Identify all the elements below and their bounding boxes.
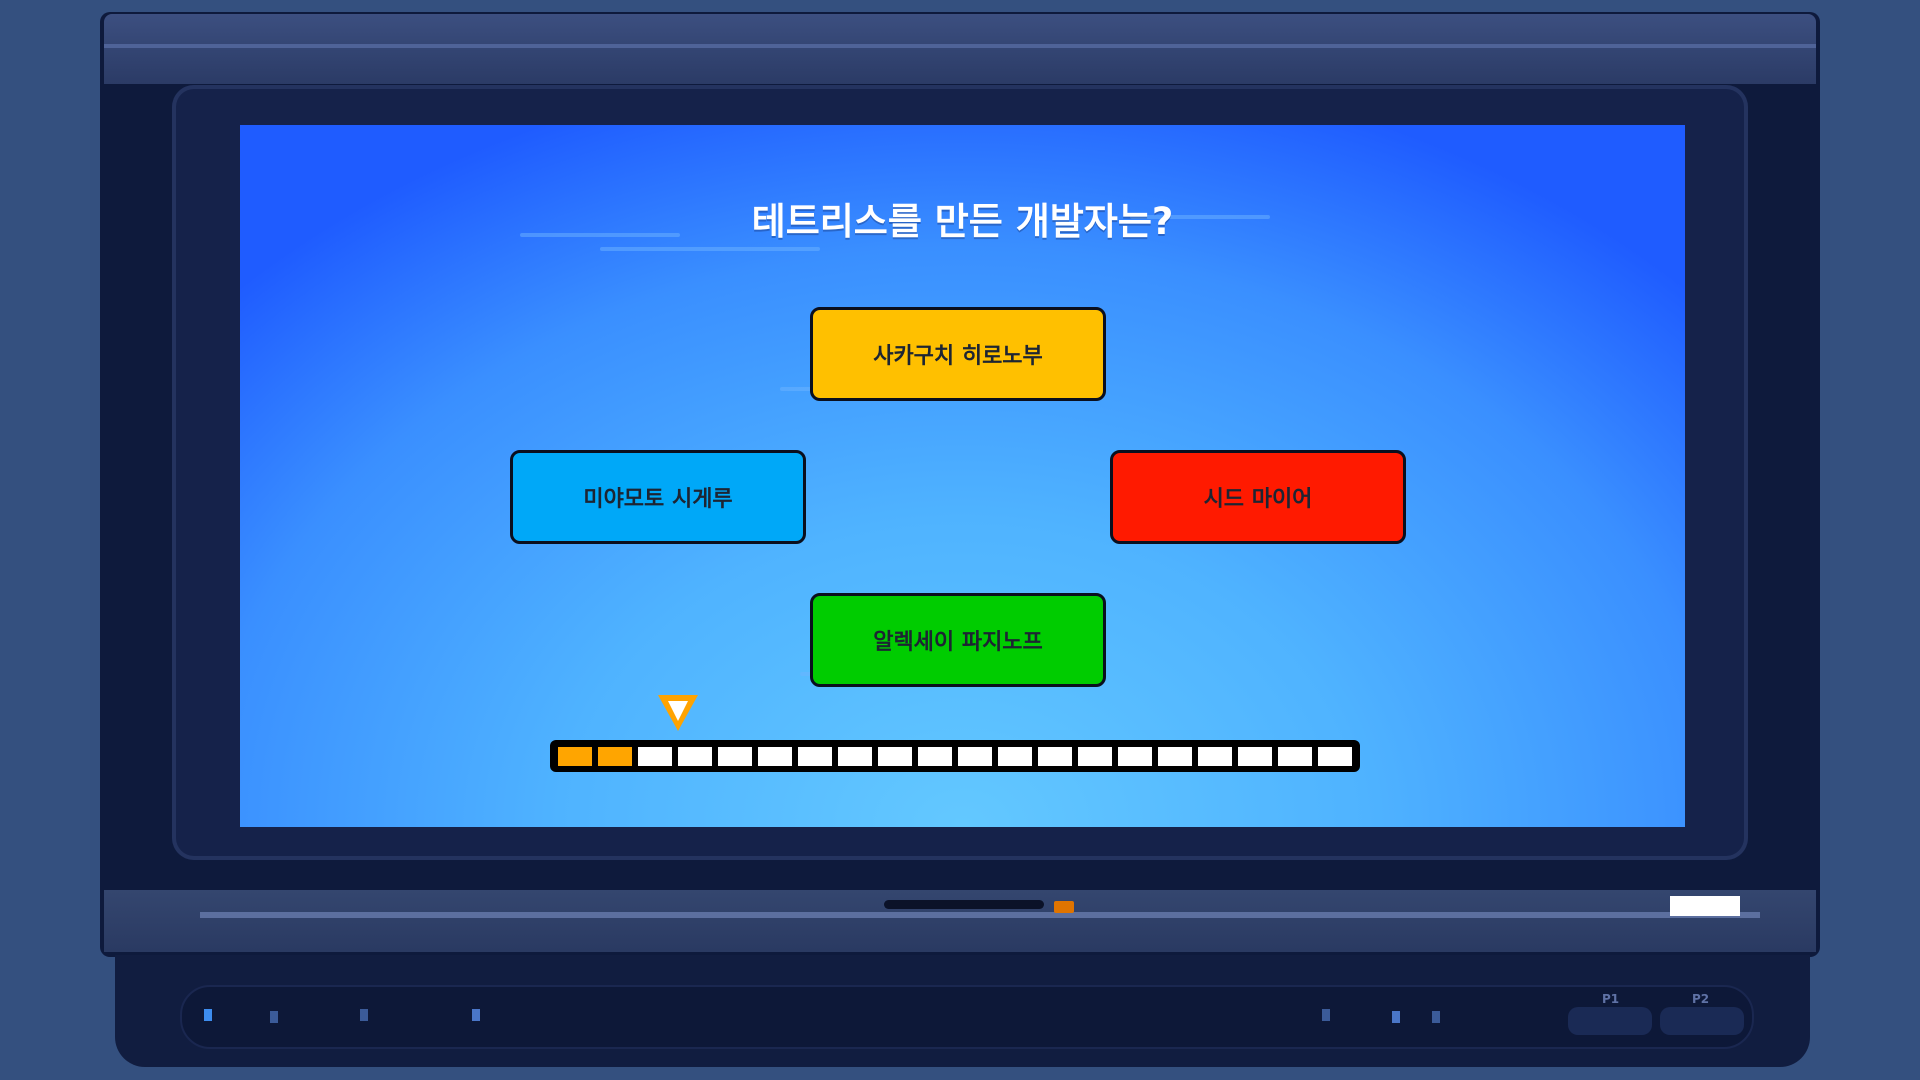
p2-label: P2 bbox=[1692, 992, 1710, 1006]
progress-segment-empty bbox=[838, 746, 872, 766]
answer-button-left[interactable]: 미야모토 시게루 bbox=[510, 450, 806, 544]
progress-bar bbox=[550, 740, 1360, 772]
answer-label: 시드 마이어 bbox=[1203, 487, 1313, 512]
control-button[interactable] bbox=[1392, 1011, 1400, 1023]
control-button[interactable] bbox=[1432, 1011, 1440, 1023]
progress-segment-filled bbox=[558, 746, 592, 766]
question-title: 테트리스를 만든 개발자는? bbox=[751, 200, 1174, 243]
progress-segment-empty bbox=[1198, 746, 1232, 766]
bezel-highlight-line bbox=[200, 912, 1760, 918]
bezel-highlight bbox=[104, 44, 1816, 48]
progress-segment-filled bbox=[598, 746, 632, 766]
control-button[interactable] bbox=[472, 1009, 480, 1021]
progress-marker-inner bbox=[668, 701, 688, 721]
answer-button-top[interactable]: 사카구치 히로노부 bbox=[810, 307, 1106, 401]
progress-segment-empty bbox=[998, 746, 1032, 766]
progress-segment-empty bbox=[958, 746, 992, 766]
answer-button-right[interactable]: 시드 마이어 bbox=[1110, 450, 1406, 544]
p1-label: P1 bbox=[1602, 992, 1620, 1006]
progress-segment-empty bbox=[1158, 746, 1192, 766]
control-button[interactable] bbox=[1322, 1009, 1330, 1021]
progress-segment-empty bbox=[718, 746, 752, 766]
progress-segment-empty bbox=[798, 746, 832, 766]
progress-segment-empty bbox=[1078, 746, 1112, 766]
progress-segment-empty bbox=[1118, 746, 1152, 766]
console-control-panel: P1 P2 bbox=[180, 985, 1754, 1049]
progress-segment-empty bbox=[878, 746, 912, 766]
answer-label: 미야모토 시게루 bbox=[583, 487, 733, 512]
progress-segment-empty bbox=[638, 746, 672, 766]
answer-label: 사카구치 히로노부 bbox=[873, 344, 1043, 369]
answer-label: 알렉세이 파지노프 bbox=[873, 630, 1043, 655]
progress-segment-empty bbox=[1318, 746, 1352, 766]
answer-button-bottom[interactable]: 알렉세이 파지노프 bbox=[810, 593, 1106, 687]
p2-controller-port[interactable] bbox=[1660, 1007, 1744, 1035]
control-button[interactable] bbox=[360, 1009, 368, 1021]
control-button[interactable] bbox=[270, 1011, 278, 1023]
cartridge-slot bbox=[884, 900, 1044, 909]
progress-segment-empty bbox=[1038, 746, 1072, 766]
progress-segment-empty bbox=[1278, 746, 1312, 766]
indicator-light bbox=[1670, 896, 1740, 916]
power-button[interactable] bbox=[204, 1009, 212, 1021]
game-screen: 테트리스를 만든 개발자는? 사카구치 히로노부 미야모토 시게루 시드 마이어… bbox=[240, 125, 1685, 827]
progress-segment-empty bbox=[1238, 746, 1272, 766]
progress-segment-empty bbox=[678, 746, 712, 766]
progress-segment-empty bbox=[918, 746, 952, 766]
progress-segment-empty bbox=[758, 746, 792, 766]
power-led-icon bbox=[1054, 901, 1074, 913]
tv-top-bezel bbox=[104, 14, 1816, 84]
p1-controller-port[interactable] bbox=[1568, 1007, 1652, 1035]
